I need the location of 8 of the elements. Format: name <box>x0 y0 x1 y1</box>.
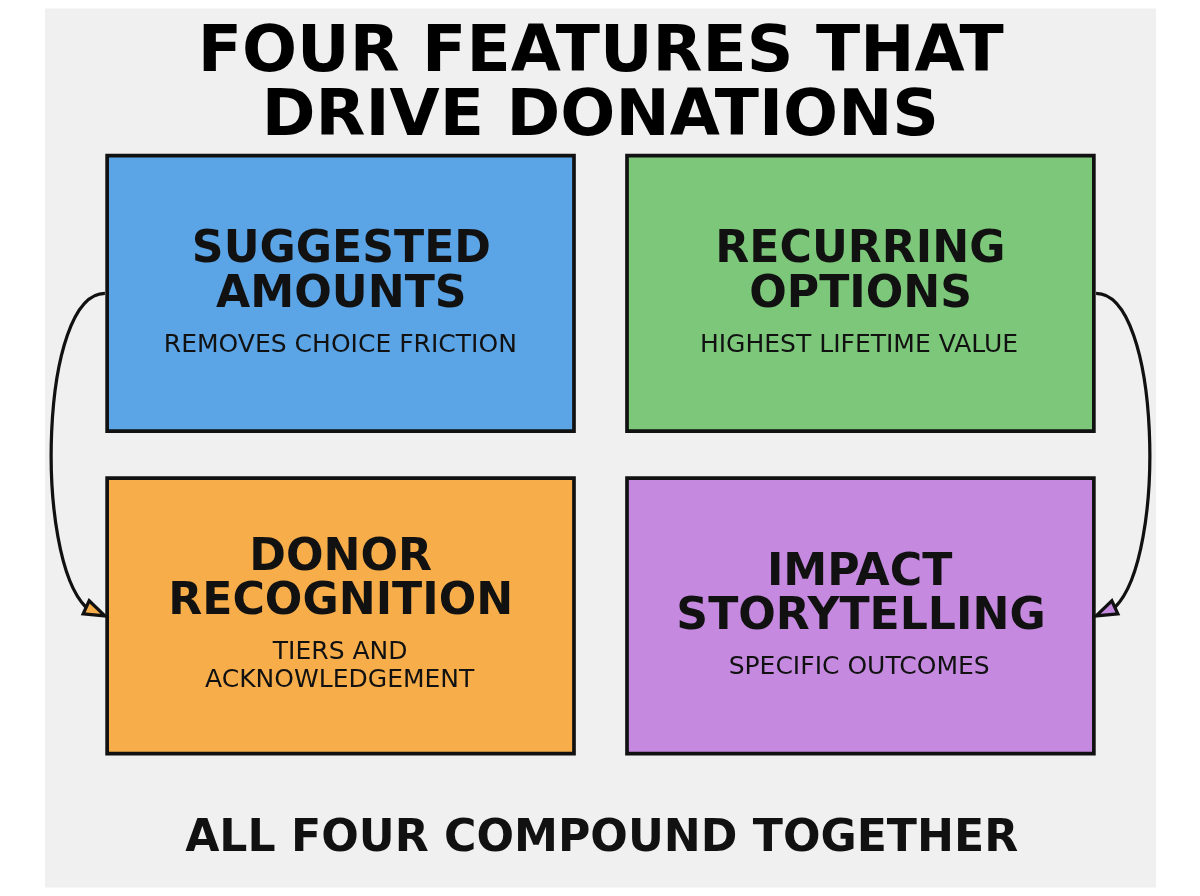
arrow <box>1091 291 1151 618</box>
caption: ALL FOUR COMPOUND TOGETHER <box>184 809 1018 861</box>
arrow <box>49 291 109 618</box>
node-box: RECURRING OPTIONS HIGHEST LIFETIME VALUE <box>624 153 1096 433</box>
node-box: SUGGESTED AMOUNTS REMOVES CHOICE FRICTION <box>104 153 576 433</box>
diagram-title: FOUR FEATURES THAT DRIVE DONATIONS <box>197 10 1004 151</box>
node-box: IMPACT STORYTELLING SPECIFIC OUTCOMES <box>624 476 1096 756</box>
node-box: DONOR RECOGNITION TIERS AND ACKNOWLEDGEMENT <box>104 476 576 756</box>
